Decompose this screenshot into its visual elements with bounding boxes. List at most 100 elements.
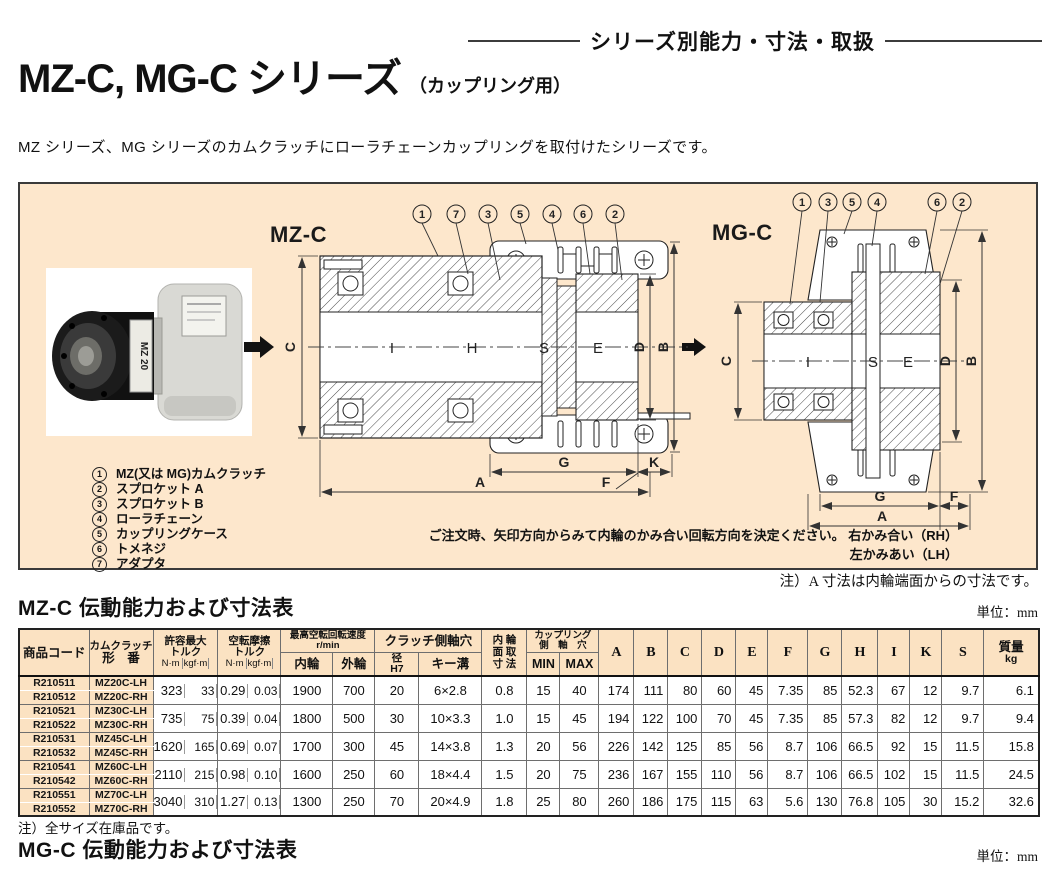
value-cell: 66.5 <box>841 759 879 789</box>
value-cell: 63 <box>735 787 769 817</box>
unit-label: 単位：mm <box>976 849 1038 864</box>
value-cell: 30 <box>909 787 943 817</box>
product-code: R210512 <box>18 689 90 705</box>
value-cell: 5.6 <box>767 787 809 817</box>
model-number: MZ45C-LH <box>88 731 154 747</box>
model-number: MZ60C-LH <box>88 759 154 775</box>
value-cell: 1800 <box>280 703 334 733</box>
col-header-A: A <box>598 628 635 677</box>
torque-nm: 2110 <box>154 766 183 782</box>
value-cell: 155 <box>667 759 703 789</box>
dim-D: D <box>631 342 647 352</box>
callout-6: 6 <box>580 209 586 221</box>
dim-A: A <box>877 508 887 524</box>
dim-A: A <box>475 474 485 490</box>
col-header-coupling-bore: カップリング側 軸 穴 <box>526 628 600 653</box>
legend-label: スプロケット B <box>116 497 204 511</box>
model-label-text: MZ 20 <box>138 342 149 371</box>
value-cell: 250 <box>332 787 376 817</box>
value-cell: 105 <box>877 787 911 817</box>
value-cell: 80 <box>667 675 703 705</box>
value-cell: 1.0 <box>481 703 528 733</box>
value-cell: 76.8 <box>841 787 879 817</box>
drag-nm: 0.39 <box>220 710 246 726</box>
callout-4: 4 <box>874 197 881 209</box>
torque-kgf: 33 <box>184 683 217 698</box>
value-cell: 1.3 <box>481 731 528 761</box>
order-note-line1: ご注文時、矢印方向からみて内輪のかみ合い回転方向を決定ください。 右かみ合い（R… <box>428 528 958 543</box>
value-cell: 250 <box>332 759 376 789</box>
value-cell: 9.7 <box>941 703 985 733</box>
col-header-E: E <box>735 628 769 677</box>
value-cell: 25 <box>526 787 561 817</box>
table-row: R210552 MZ70C-RH <box>18 801 1039 817</box>
value-cell: 15 <box>526 703 561 733</box>
mzc-drawing: MZ-C <box>270 204 691 497</box>
value-cell: 12 <box>909 675 943 705</box>
value-cell: 85 <box>701 731 737 761</box>
col-header-F: F <box>767 628 809 677</box>
callout-7: 7 <box>453 209 459 221</box>
value-cell: 40 <box>559 675 600 705</box>
value-cell: 9.7 <box>941 675 985 705</box>
torque-kgf: 310 <box>184 795 217 810</box>
value-cell: 11.5 <box>941 731 985 761</box>
col-header-product-code: 商品コード <box>18 628 90 677</box>
model-label <box>129 319 153 393</box>
value-cell: 60 <box>374 759 420 789</box>
value-cell: 20 <box>374 675 420 705</box>
value-cell: 15 <box>909 759 943 789</box>
torque-nm: 735 <box>160 710 183 726</box>
value-cell: 142 <box>633 731 669 761</box>
legend-label: ローラチェーン <box>116 512 203 526</box>
mzc-drawing-label: MZ-C <box>270 222 327 247</box>
product-code: R210551 <box>18 787 90 803</box>
rule-line-right <box>884 40 1042 42</box>
dim-S: S <box>539 340 549 357</box>
dim-D: D <box>937 356 953 366</box>
dim-E: E <box>593 340 603 357</box>
product-code: R210521 <box>18 703 90 719</box>
value-cell: 45 <box>735 675 769 705</box>
callout-3: 3 <box>825 197 831 209</box>
model-number: MZ70C-RH <box>88 801 154 817</box>
value-cell: 67 <box>877 675 911 705</box>
value-cell: 174 <box>598 675 635 705</box>
torque-nm: 3040 <box>153 794 183 810</box>
technical-drawings: MZ-C <box>244 192 988 530</box>
value-cell: 56 <box>735 759 769 789</box>
series-section-rule: シリーズ別能力・寸法・取扱 <box>468 26 1042 56</box>
value-cell: 167 <box>633 759 669 789</box>
circled-number: 3 <box>92 497 107 512</box>
dim-F: F <box>950 488 959 504</box>
torque-nm: 323 <box>160 682 183 698</box>
value-cell: 45 <box>735 703 769 733</box>
dim-K: K <box>649 454 659 470</box>
mzc-callouts <box>421 222 623 281</box>
value-cell: 20 <box>526 731 561 761</box>
value-cell: 8.7 <box>767 759 809 789</box>
value-cell: 56 <box>735 731 769 761</box>
value-cell: 7.35 <box>767 675 809 705</box>
value-cell: 1700 <box>280 731 334 761</box>
value-cell: 7.35 <box>767 703 809 733</box>
legend-item: 3 スプロケット B <box>92 497 266 512</box>
unit-label: 単位：mm <box>976 605 1038 620</box>
page-title-main: MZ-C, MG-C シリーズ <box>18 57 402 101</box>
torque-nm: 1620 <box>153 738 183 754</box>
spec-label <box>181 295 227 337</box>
mgc-drawing: MG-C <box>712 192 988 530</box>
drag-nm: 0.98 <box>220 766 246 782</box>
stock-note: 注）全サイズ在庫品です。 <box>18 821 179 836</box>
value-cell: 82 <box>877 703 911 733</box>
value-cell: 85 <box>807 703 843 733</box>
dim-F: F <box>602 474 611 490</box>
value-cell: 125 <box>667 731 703 761</box>
